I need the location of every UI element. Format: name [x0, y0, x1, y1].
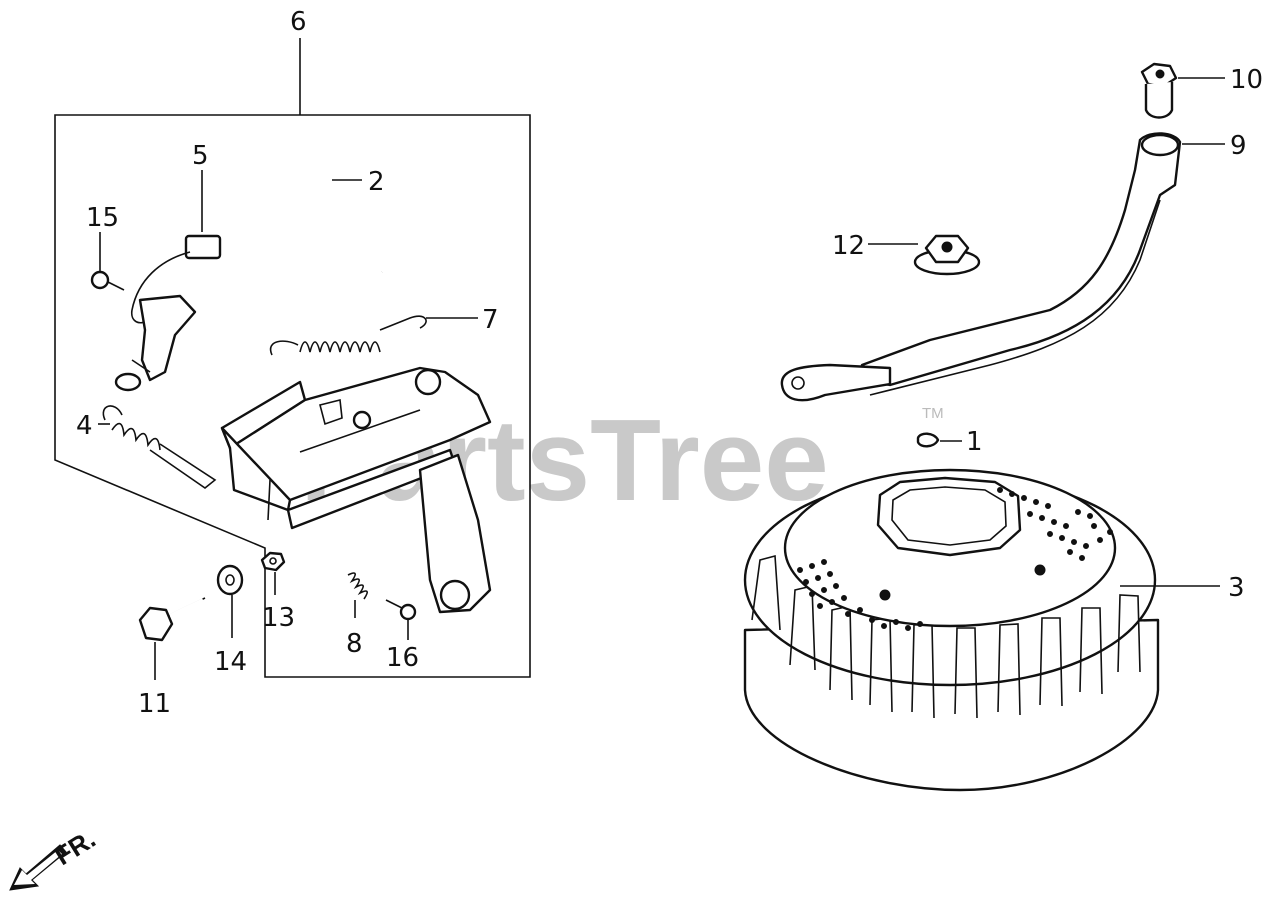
assembly-frame-6: [54, 38, 531, 678]
callout-13: 13: [262, 603, 295, 633]
callout-11: 11: [138, 689, 171, 719]
part-8-spring: [347, 572, 368, 618]
callout-3: 3: [1228, 573, 1245, 603]
front-direction-label: FR.: [49, 823, 100, 871]
part-4-spring: [102, 405, 217, 489]
governor-bracket: [220, 366, 492, 614]
watermark-trademark: TM: [922, 405, 944, 422]
callout-16: 16: [386, 643, 419, 673]
callout-1: 1: [966, 427, 983, 457]
callout-12: 12: [832, 231, 865, 261]
part-9-coil-arm: [780, 132, 1225, 402]
callout-15: 15: [86, 203, 119, 233]
front-direction-arrow: FR.: [9, 823, 101, 891]
callout-14: 14: [214, 647, 247, 677]
part-11-bolt: [138, 597, 206, 680]
callout-2: 2: [368, 167, 385, 197]
part-1-key: [916, 432, 962, 448]
callout-8: 8: [346, 629, 363, 659]
part-2-rod: [266, 168, 383, 294]
part-14-washer: [216, 564, 244, 638]
part-3-flywheel: [743, 468, 1220, 792]
callout-5: 5: [192, 141, 209, 171]
leader-lines: [98, 170, 478, 425]
part-7-spring: [269, 315, 427, 356]
callout-6: 6: [290, 7, 307, 37]
part-12-flange-nut: [868, 234, 981, 276]
callout-7: 7: [482, 305, 499, 335]
part-13-nut: [260, 551, 286, 595]
callout-10: 10: [1230, 65, 1263, 95]
callout-9: 9: [1230, 131, 1247, 161]
callout-4: 4: [76, 411, 93, 441]
part-15-screw: [90, 270, 125, 291]
part-5-switch: [114, 234, 222, 392]
part-16-screw: [385, 599, 417, 640]
part-10-cap-nut: [1140, 62, 1225, 119]
